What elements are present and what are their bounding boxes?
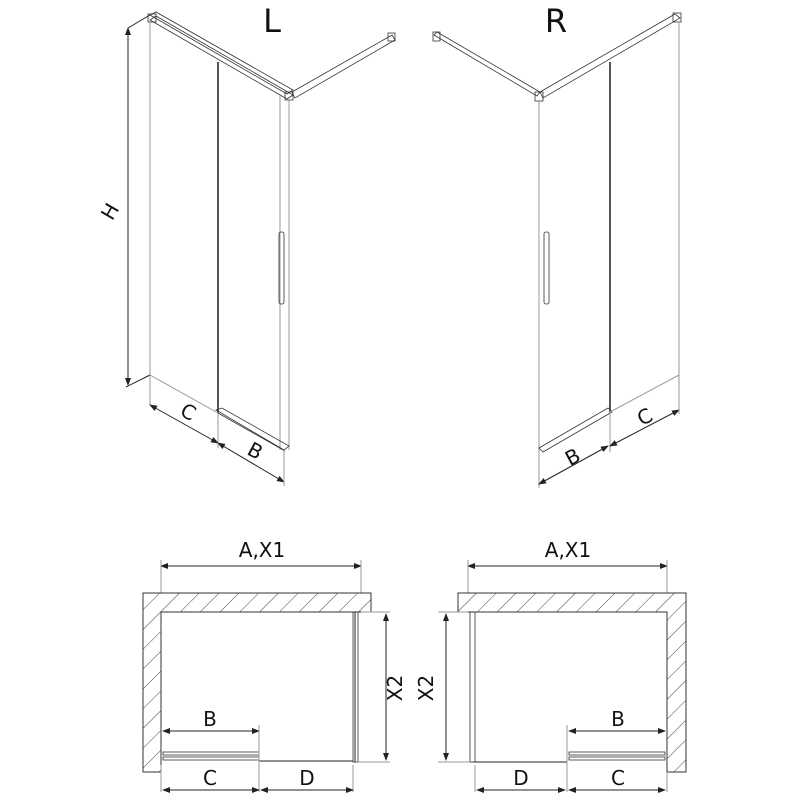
right-dim-c: C: [633, 403, 657, 431]
right-title: R: [545, 2, 567, 40]
left-plan-wall: [142, 592, 372, 773]
right-plan-dim-d: D: [513, 766, 528, 790]
left-plan-view: A,X1 X2 B C D: [142, 538, 407, 793]
right-dim-b: B: [561, 443, 584, 471]
right-plan-wall: [457, 592, 687, 773]
right-plan-depth-label: X2: [414, 675, 438, 701]
height-label: H: [96, 199, 124, 224]
right-plan-dim-b: B: [611, 707, 625, 731]
left-title: L: [263, 2, 281, 40]
right-plan-view: A,X1 X2 B D C: [414, 538, 687, 793]
left-plan-depth-label: X2: [383, 675, 407, 701]
right-3d-view: R B C: [432, 2, 682, 488]
left-3d-view: L H C B: [96, 2, 396, 486]
left-plan-dim-c: C: [203, 766, 217, 790]
right-plan-dim-c: C: [611, 766, 625, 790]
left-plan-dim-b: B: [203, 707, 217, 731]
left-plan-dim-d: D: [299, 766, 314, 790]
left-plan-width-label: A,X1: [239, 538, 285, 562]
right-plan-width-label: A,X1: [545, 538, 591, 562]
